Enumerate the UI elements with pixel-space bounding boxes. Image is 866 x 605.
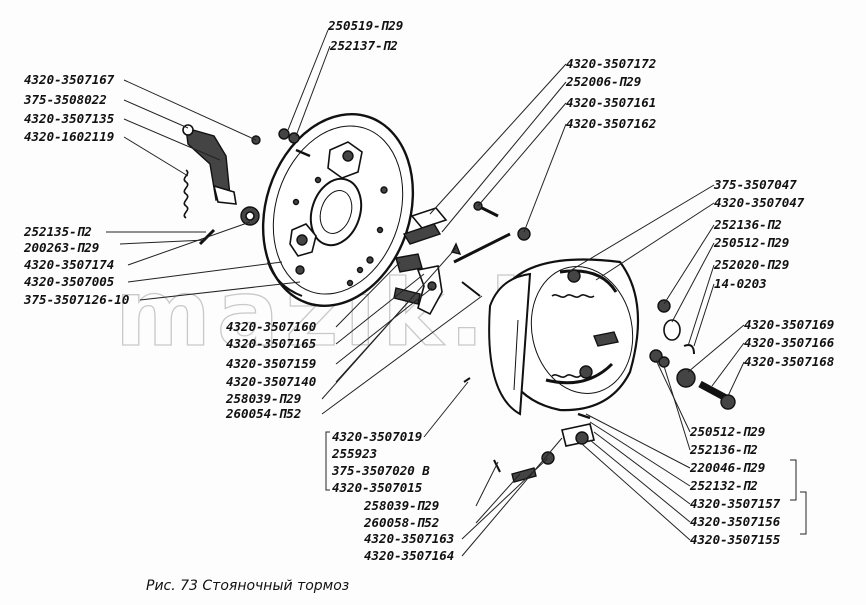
label-l16: 375-3507047 [713,177,797,192]
adjust-nut-right [676,368,696,388]
return-spring [183,169,189,219]
label-l42: 252132-П2 [689,478,758,493]
washer-right-2 [663,319,681,341]
label-l45: 4320-3507155 [690,532,781,547]
leader-lines [106,29,807,557]
label-l15: 4320-3507162 [566,116,656,131]
parking-lever [182,124,237,205]
label-l27: 4320-3507159 [226,356,316,371]
backing-plate [261,112,415,308]
label-l24: 4320-3507168 [744,354,834,369]
label-l18: 252136-П2 [713,217,782,232]
label-l37: 4320-3507163 [364,531,454,546]
label-l11: 375-3507126-10 [23,292,129,307]
label-l4: 375-3508022 [23,92,107,107]
label-l13: 252006-П29 [565,74,641,89]
label-l33: 375-3507020 В [331,463,430,478]
label-l7: 252135-П2 [23,224,92,239]
label-l8: 200263-П29 [23,240,99,255]
label-l22: 4320-3507169 [744,317,834,332]
label-l12: 4320-3507172 [566,56,656,71]
label-l28: 4320-3507140 [226,374,316,389]
label-l30: 260054-П52 [225,406,301,421]
adjust-bolt-right [698,380,728,402]
label-l35: 258039-П29 [363,498,439,513]
label-l17: 4320-3507047 [714,195,805,210]
label-l29: 258039-П29 [225,391,301,406]
label-l23: 4320-3507166 [744,335,835,350]
label-l43: 4320-3507157 [690,496,781,511]
label-l3: 4320-3507167 [24,72,115,87]
label-l21: 14-0203 [714,276,767,291]
figure-caption: Рис. 73 Стояночный тормоз [146,578,349,594]
label-l32: 255923 [331,446,377,461]
label-l10: 4320-3507005 [24,274,115,289]
washer-right-1 [657,299,671,313]
label-l44: 4320-3507156 [690,514,781,529]
label-l26: 4320-3507165 [226,336,317,351]
label-l40: 252136-П2 [689,442,758,457]
label-l36: 260058-П52 [363,515,439,530]
label-l6: 4320-1602119 [24,129,114,144]
label-l20: 252020-П29 [713,257,789,272]
label-l39: 250512-П29 [689,424,765,439]
label-l25: 4320-3507160 [226,319,316,334]
brake-drum [488,258,640,416]
part-number-labels: 250519-П29 252137-П2 4320-3507167 375-35… [23,18,835,563]
label-l2: 252137-П2 [329,38,398,53]
label-l9: 4320-3507174 [24,257,114,272]
label-l34: 4320-3507015 [332,480,423,495]
label-l19: 250512-П29 [713,235,789,250]
label-l38: 4320-3507164 [364,548,454,563]
label-l41: 220046-П29 [689,460,765,475]
label-l1: 250519-П29 [327,18,403,33]
label-l31: 4320-3507019 [332,429,422,444]
label-l5: 4320-3507135 [24,111,115,126]
label-l14: 4320-3507161 [566,95,656,110]
